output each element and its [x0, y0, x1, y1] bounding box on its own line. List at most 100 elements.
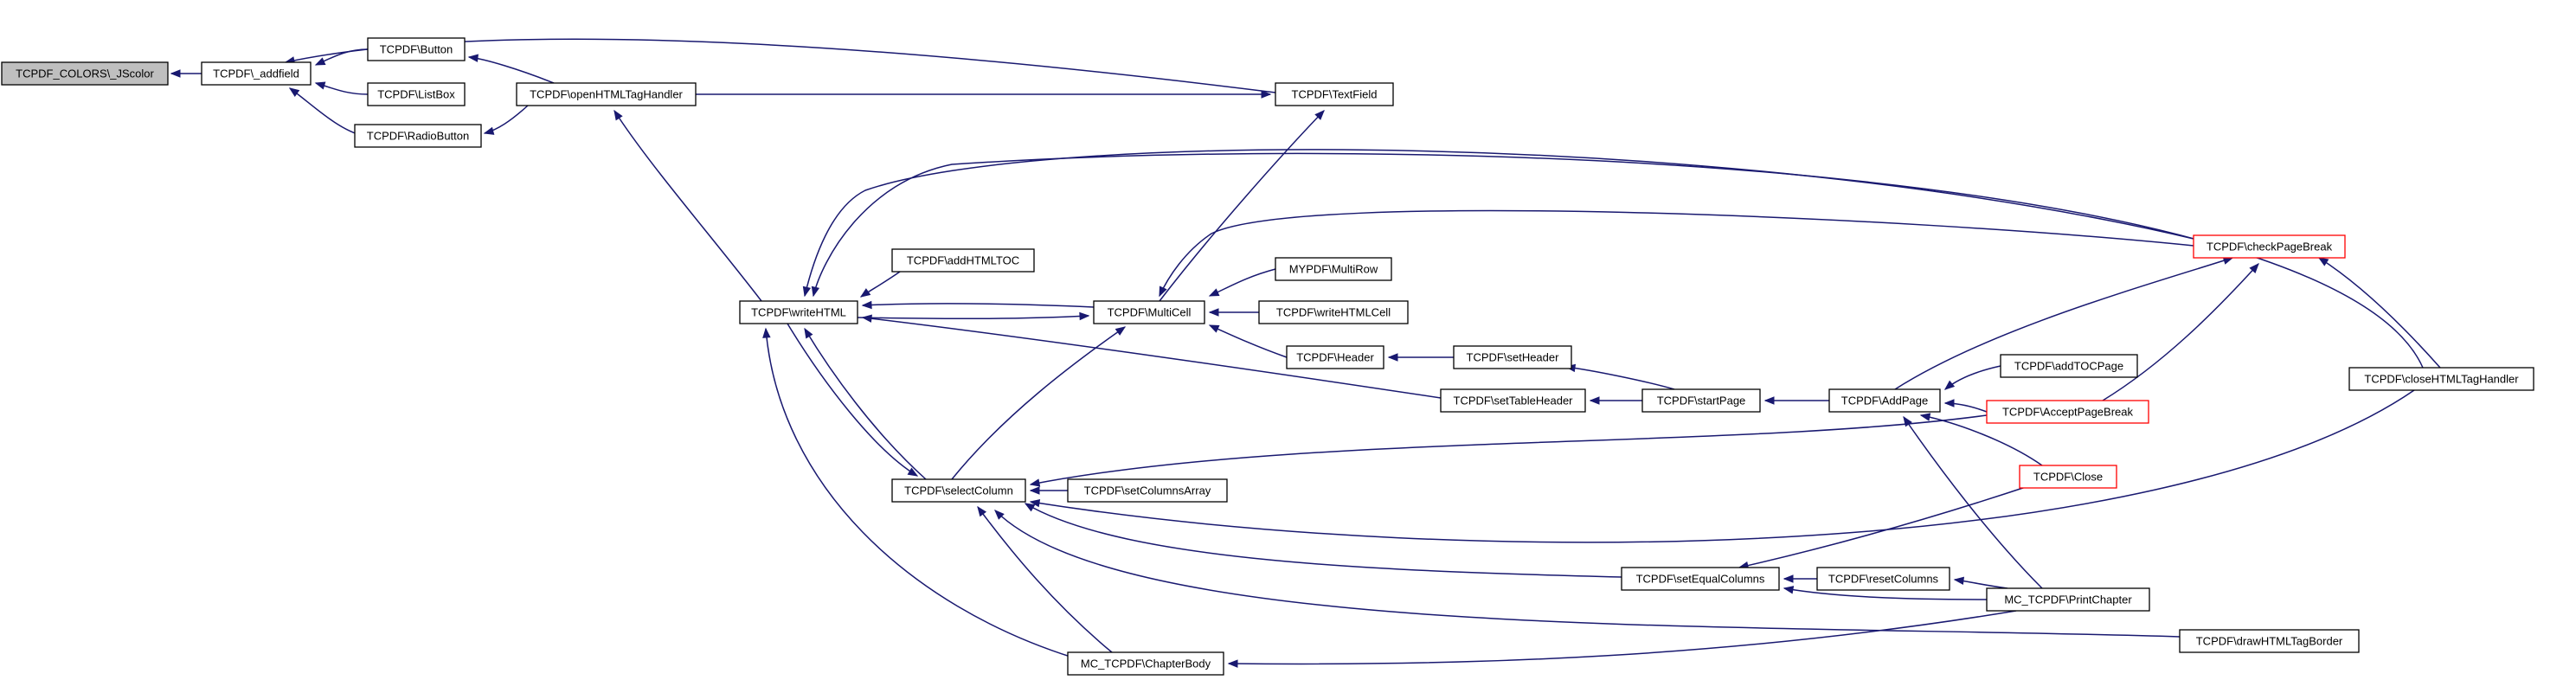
edge-mypdf_multirow-to-multicell: [1208, 268, 1276, 297]
node-setequalcolumns[interactable]: TCPDF\setEqualColumns: [1621, 567, 1780, 591]
edge-addhtmltoc-to-writehtml: [859, 271, 901, 298]
node-label: TCPDF\_addfield: [213, 67, 299, 80]
edge-settableheader-to-writehtml: [861, 314, 1442, 399]
node-box: [1067, 478, 1228, 503]
arrowhead: [802, 285, 812, 298]
node-startpage[interactable]: TCPDF\startPage: [1641, 388, 1761, 413]
node-radiobutton[interactable]: TCPDF\RadioButton: [354, 124, 482, 148]
node-textfield[interactable]: TCPDF\TextField: [1275, 82, 1394, 106]
arrowhead: [1159, 285, 1167, 298]
node-selectcolumn[interactable]: TCPDF\selectColumn: [891, 478, 1026, 503]
node-setcolumnsarray[interactable]: TCPDF\setColumnsArray: [1067, 478, 1228, 503]
node-box: [1453, 345, 1572, 369]
edge-chapterbody-to-writehtml: [762, 327, 1074, 658]
node-chapterbody[interactable]: MC_TCPDF\ChapterBody: [1067, 651, 1224, 676]
node-box: [1093, 300, 1205, 324]
arrowhead: [1953, 576, 1965, 586]
edge-multicell-to-textfield: [1159, 110, 1325, 302]
node-closehtmltag[interactable]: TCPDF\closeHTMLTagHandler: [2348, 367, 2534, 391]
node-close[interactable]: TCPDF\Close: [2019, 465, 2117, 489]
node-mypdf-multirow[interactable]: MYPDF\MultiRow: [1275, 257, 1392, 281]
edge-drawhtmltagborder-to-selectcolumn: [994, 510, 2181, 638]
edge-closehtmltag-to-writehtml: [811, 152, 2424, 369]
node-box: [2193, 234, 2346, 259]
edge-resetcolumns-to-setequalcolumns: [1783, 574, 1817, 583]
node-box: [1986, 400, 2149, 424]
node-label: TCPDF\startPage: [1657, 395, 1746, 407]
arrowhead: [994, 510, 1005, 520]
edge-openhtmltag-to-textfield: [696, 90, 1272, 99]
node-writehtmlcell[interactable]: TCPDF\writeHTMLCell: [1258, 300, 1409, 324]
node-writehtml[interactable]: TCPDF\writeHTML: [739, 300, 858, 324]
node-label: TCPDF\setTableHeader: [1454, 395, 1574, 407]
arrowhead: [1115, 326, 1127, 336]
node-box: [739, 300, 858, 324]
node-label: TCPDF\checkPageBreak: [2207, 241, 2333, 253]
node-box: [1275, 82, 1394, 106]
node-label: TCPDF\ListBox: [377, 88, 455, 101]
node-addpage[interactable]: TCPDF\AddPage: [1828, 388, 1941, 413]
arrowhead: [1783, 574, 1794, 583]
node-setheader[interactable]: TCPDF\setHeader: [1453, 345, 1572, 369]
edge-close-to-addpage: [1919, 413, 2043, 466]
arrowhead: [977, 505, 987, 517]
edge-addfield-to-jscolor: [170, 69, 202, 78]
node-box: [367, 37, 466, 61]
node-jscolor[interactable]: TCPDF_COLORS\_JScolor: [1, 61, 169, 86]
arrowhead: [1763, 396, 1775, 405]
node-addtocpage[interactable]: TCPDF\addTOCPage: [2000, 354, 2138, 378]
node-label: TCPDF_COLORS\_JScolor: [16, 67, 154, 80]
node-acceptpagebreak[interactable]: TCPDF\AcceptPageBreak: [1986, 400, 2149, 424]
node-label: TCPDF\setColumnsArray: [1084, 484, 1211, 497]
node-button[interactable]: TCPDF\Button: [367, 37, 466, 61]
node-box: [1440, 388, 1586, 413]
node-addfield[interactable]: TCPDF\_addfield: [201, 61, 312, 86]
arrowhead: [1227, 659, 1238, 668]
arrowhead: [762, 327, 771, 338]
node-label: TCPDF\setEqualColumns: [1636, 573, 1765, 586]
node-printchapter[interactable]: MC_TCPDF\PrintChapter: [1986, 587, 2150, 612]
arrowhead: [1314, 110, 1325, 120]
node-addhtmltoc[interactable]: TCPDF\addHTMLTOC: [891, 248, 1035, 273]
arrowhead: [1783, 586, 1795, 594]
node-drawhtmltagborder[interactable]: TCPDF\drawHTMLTagBorder: [2179, 629, 2360, 653]
node-checkpagebreak[interactable]: TCPDF\checkPageBreak: [2193, 234, 2346, 259]
node-label: TCPDF\Button: [380, 43, 453, 56]
arrowhead: [1079, 311, 1090, 321]
node-label: TCPDF\setHeader: [1467, 351, 1560, 364]
edge-openhtmltag-to-button: [467, 54, 555, 84]
node-openhtmltag[interactable]: TCPDF\openHTMLTagHandler: [516, 82, 697, 106]
node-label: TCPDF\resetColumns: [1828, 573, 1939, 586]
node-label: TCPDF\addHTMLTOC: [907, 254, 1019, 267]
arrowhead: [1943, 380, 1956, 390]
edge-printchapter-to-setequalcolumns: [1783, 586, 1988, 600]
node-box: [2179, 629, 2360, 653]
node-box: [1816, 567, 1950, 591]
edge-listbox-to-addfield: [314, 81, 369, 95]
edge-selectcolumn-to-multicell: [951, 326, 1127, 480]
node-box: [354, 124, 482, 148]
arrowhead: [1261, 90, 1272, 99]
node-multicell[interactable]: TCPDF\MultiCell: [1093, 300, 1205, 324]
edge-acceptpagebreak-to-checkpagebreak: [2102, 263, 2259, 401]
node-settableheader[interactable]: TCPDF\setTableHeader: [1440, 388, 1586, 413]
arrowhead: [1387, 353, 1398, 362]
edge-writehtml-to-selectcolumn: [787, 323, 919, 477]
arrowhead: [483, 126, 495, 135]
arrowhead: [170, 69, 181, 78]
node-box: [1, 61, 169, 86]
edge-checkpagebreak-to-writehtml: [802, 149, 2194, 298]
node-resetcolumns[interactable]: TCPDF\resetColumns: [1816, 567, 1950, 591]
arrowhead: [2249, 263, 2259, 273]
node-header[interactable]: TCPDF\Header: [1286, 345, 1384, 369]
node-listbox[interactable]: TCPDF\ListBox: [367, 82, 466, 106]
node-label: TCPDF\Header: [1296, 351, 1374, 364]
edge-closehtmltag-to-selectcolumn: [1029, 389, 2415, 543]
node-box: [1258, 300, 1409, 324]
node-box: [516, 82, 697, 106]
arrowhead: [804, 327, 813, 339]
node-label: TCPDF\AcceptPageBreak: [2002, 406, 2134, 419]
arrowhead: [907, 467, 919, 477]
